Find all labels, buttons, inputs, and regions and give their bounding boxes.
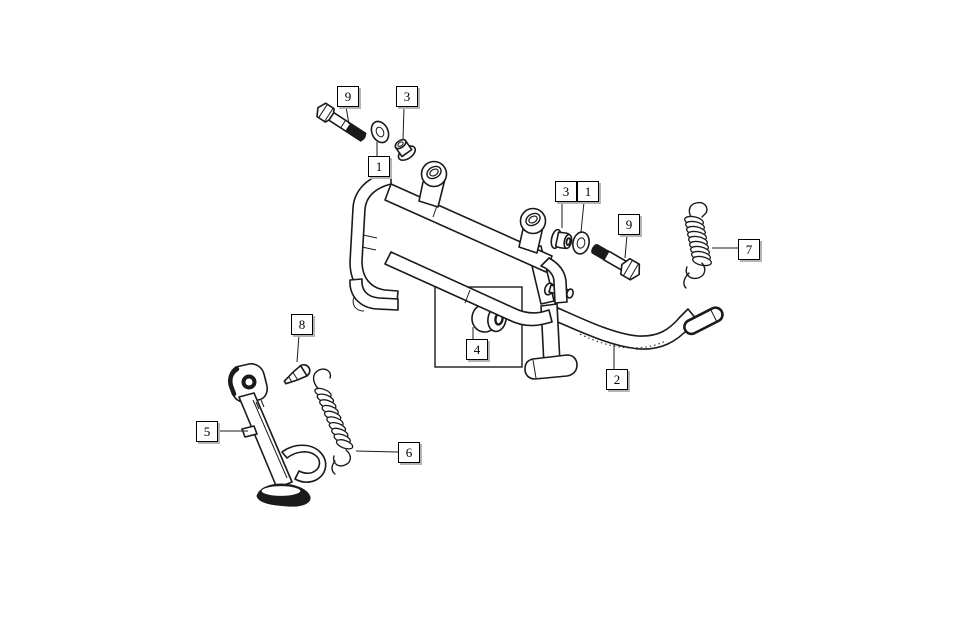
center-stand-left-leg — [349, 171, 399, 312]
callout-stand-arm: 2 — [606, 369, 628, 390]
callout-nut-top: 3 — [396, 86, 418, 107]
center-stand-lower-rail — [384, 251, 553, 327]
callout-nut-right: 3 — [555, 181, 577, 202]
stand-arm-drawing — [552, 306, 724, 350]
callout-side-stand: 5 — [196, 421, 218, 442]
bolt-top-drawing — [316, 102, 367, 142]
callout-washer-right: 1 — [577, 181, 599, 202]
leader-line-side-spring — [355, 450, 399, 453]
bolt-right-drawing — [591, 243, 641, 281]
callout-washer-top: 1 — [368, 156, 390, 177]
callout-rubber-stop: 8 — [291, 314, 313, 335]
leader-lines-layer — [217, 106, 738, 453]
arm-foot-pedal — [683, 306, 724, 336]
right-mounting-ear — [518, 207, 547, 254]
side-stand-peg — [241, 425, 258, 438]
leader-line-rubber-stop — [296, 334, 300, 363]
leader-line-bolt-top — [345, 106, 350, 125]
washer-top-drawing — [370, 120, 390, 144]
leader-line-bolt-right — [624, 234, 628, 259]
side-stand-drawing — [228, 363, 327, 507]
callout-roller: 4 — [466, 339, 488, 360]
nut-top-drawing — [394, 138, 417, 161]
arm-dotted-shading — [579, 333, 667, 349]
washer-right-drawing — [572, 231, 590, 255]
callout-bolt-top: 9 — [337, 86, 359, 107]
side-spring-drawing — [312, 368, 354, 475]
leader-line-washer-right — [580, 201, 585, 233]
callout-main-spring: 7 — [738, 239, 760, 260]
left-mounting-ear — [418, 160, 448, 208]
rubber-stop-drawing — [283, 363, 311, 385]
callout-bolt-right: 9 — [618, 214, 640, 235]
nut-right-drawing — [550, 228, 573, 250]
callout-side-spring: 6 — [398, 442, 420, 463]
part4-bracket-box — [434, 286, 523, 368]
main-spring-drawing — [683, 201, 712, 289]
leader-line-nut-top — [402, 106, 405, 141]
side-stand-kick-tab — [281, 444, 327, 483]
